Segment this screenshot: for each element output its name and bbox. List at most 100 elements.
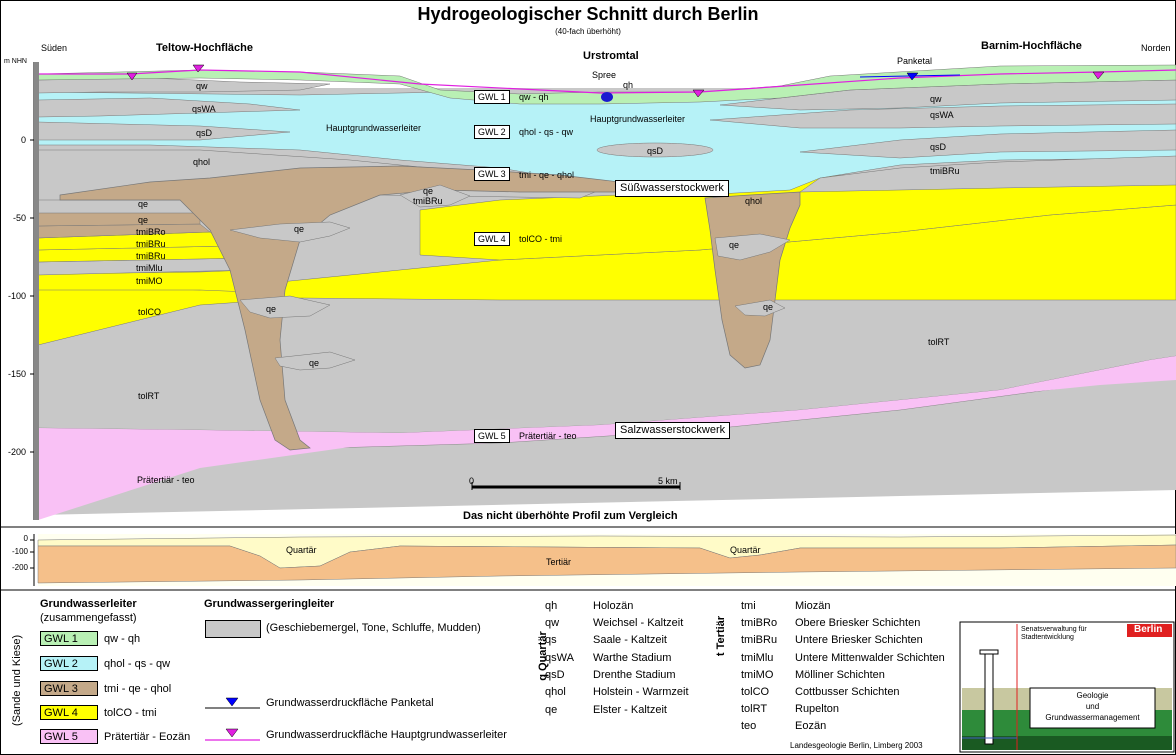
place-spree: Spree: [592, 70, 617, 80]
tertiaer-name: Untere Mittenwalder Schichten: [795, 652, 945, 664]
gwl-box-1: GWL 1: [474, 90, 510, 104]
legend-swatch-gwl3: GWL 3: [40, 681, 98, 696]
gwl-box-desc: tolCO - tmi: [519, 234, 563, 244]
legend-desc: tolCO - tmi: [104, 707, 157, 719]
gwl3-left-channel: [59, 165, 621, 451]
spree-river: [601, 92, 613, 102]
layer-label: tmiMlu: [136, 263, 163, 273]
qe-lens-1: [229, 221, 351, 243]
tertiaer-code: tolCO: [741, 686, 770, 698]
layer-label: qhol: [745, 196, 763, 206]
quartaer-name: Saale - Kaltzeit: [593, 634, 667, 646]
gwl-box-desc: qw - qh: [519, 92, 549, 102]
tertiaer-code: tmiMO: [741, 669, 774, 681]
qe-lens-3: [274, 351, 356, 371]
figure-subtitle: (40-fach überhöht): [555, 27, 621, 36]
legend-line-panketal: Grundwasserdruckfläche Panketal: [266, 697, 434, 709]
layer-label: Prätertiär - teo: [137, 475, 195, 485]
salt-water-label: Salzwasserstockwerk: [615, 422, 731, 439]
profile2-title: Das nicht überhöhte Profil zum Vergleich: [463, 510, 678, 522]
legend-aquifer-title: Grundwasserleiter: [40, 598, 137, 610]
legend-swatch-gwl1: GWL 1: [40, 631, 98, 646]
quartaer-code: qsWA: [545, 652, 574, 664]
legend-swatch-aquitard: [205, 620, 261, 638]
qsd-lens-center: [596, 142, 714, 158]
logo-caption-3: Grundwassermanagement: [1045, 713, 1140, 722]
tertiaer-name: Eozän: [795, 720, 827, 732]
layer-label: qsD: [647, 146, 664, 156]
marker-tri-4: [1092, 71, 1105, 80]
fresh-water-label: Süßwasserstockwerk: [615, 180, 729, 197]
gwl-box-desc: tmi - qe - qhol: [519, 170, 575, 180]
layer-label: tolCO: [138, 307, 162, 317]
gwl5-fill: [38, 356, 1176, 520]
tertiaer-name: Rupelton: [795, 703, 840, 715]
tertiaer-code: tmiBRu: [741, 634, 778, 646]
gwl-box-3: GWL 3: [474, 167, 510, 181]
profile2-quartaer-r: Quartär: [730, 545, 761, 555]
quartaer-name: Warthe Stadium: [593, 652, 672, 664]
qswa-left: [37, 97, 301, 118]
quartaer-code: qe: [545, 704, 558, 716]
legend-line-main: Grundwasserdruckfläche Hauptgrundwasserl…: [266, 729, 507, 741]
gwl-box-desc: Prätertiär - teo: [519, 431, 577, 441]
layer-label: qsD: [930, 142, 947, 152]
scale-start: 0: [469, 476, 475, 486]
tertiaer-code: tmiBRo: [741, 617, 778, 629]
direction-south: Süden: [41, 43, 68, 53]
legend-aquifer-side: (Sande und Kiese): [11, 634, 23, 726]
tertiaer-name: Cottbusser Schichten: [795, 686, 900, 698]
layer-label: qe: [423, 186, 434, 196]
scale-end: 5 km: [658, 476, 678, 486]
region-center: Urstromtal: [583, 50, 639, 62]
marker-tri-2: [192, 64, 205, 73]
layer-label: qw: [930, 94, 942, 104]
place-panketal: Panketal: [897, 56, 933, 66]
logo-caption-1: Geologie: [1076, 691, 1109, 700]
layer-label: tmiBRu: [930, 166, 960, 176]
y-ticks: [30, 139, 34, 453]
tertiaer-name: Obere Briesker Schichten: [795, 617, 921, 629]
quartaer-name: Holozän: [593, 600, 634, 612]
logo-caption-2: und: [1085, 702, 1100, 711]
legend-desc: qhol - qs - qw: [104, 658, 171, 670]
quartaer-code: qh: [545, 600, 558, 612]
y-axis-unit: m NHN: [4, 58, 27, 65]
layer-label: qsWA: [192, 104, 216, 114]
figure-title: Hydrogeologischer Schnitt durch Berlin: [417, 4, 759, 24]
credit: Landesgeologie Berlin, Limberg 2003: [790, 741, 923, 750]
y-tick-label: -200: [7, 447, 26, 457]
layer-label: qe: [309, 358, 320, 368]
logo-city: Berlin: [1134, 624, 1163, 635]
legend-aquitard-title: Grundwassergeringleiter: [204, 598, 335, 610]
gwl-box-2: GWL 2: [474, 125, 510, 139]
quartaer-name: Holstein - Warmzeit: [593, 686, 689, 698]
y-tick-label: -100: [7, 291, 26, 301]
y-tick-label: -150: [7, 369, 26, 379]
layer-label: qsWA: [930, 110, 954, 120]
marker-tri-panketal: [906, 72, 919, 81]
legend-swatch-gwl2: GWL 2: [40, 656, 98, 671]
layer-label: qe: [294, 224, 305, 234]
tertiaer-name: Miozän: [795, 600, 831, 612]
qswa-right: [709, 103, 1176, 129]
y-tick-label: 0: [20, 135, 26, 145]
tertiaer-code: teo: [741, 720, 757, 732]
qsd-right: [799, 129, 1176, 159]
legend-desc: tmi - qe - qhol: [104, 683, 172, 695]
layer-label: tmiBRu: [413, 196, 443, 206]
tmibru-lens: [399, 184, 471, 208]
quartaer-name: Elster - Kaltzeit: [593, 704, 667, 716]
layer-label: tolRT: [928, 337, 950, 347]
profile-tertiaer: [37, 544, 1176, 584]
gwl3-right-channel: [704, 191, 801, 369]
layer-label: qsD: [196, 128, 213, 138]
legend-desc: Prätertiär - Eozän: [104, 731, 191, 743]
legend-desc: qw - qh: [104, 633, 141, 645]
legend-swatch-gwl4: GWL 4: [40, 705, 98, 720]
direction-north: Norden: [1141, 43, 1171, 53]
layer-label: qe: [729, 240, 740, 250]
qe-l2-layer: [37, 212, 201, 227]
profile2-quartaer: Quartär: [286, 545, 317, 555]
